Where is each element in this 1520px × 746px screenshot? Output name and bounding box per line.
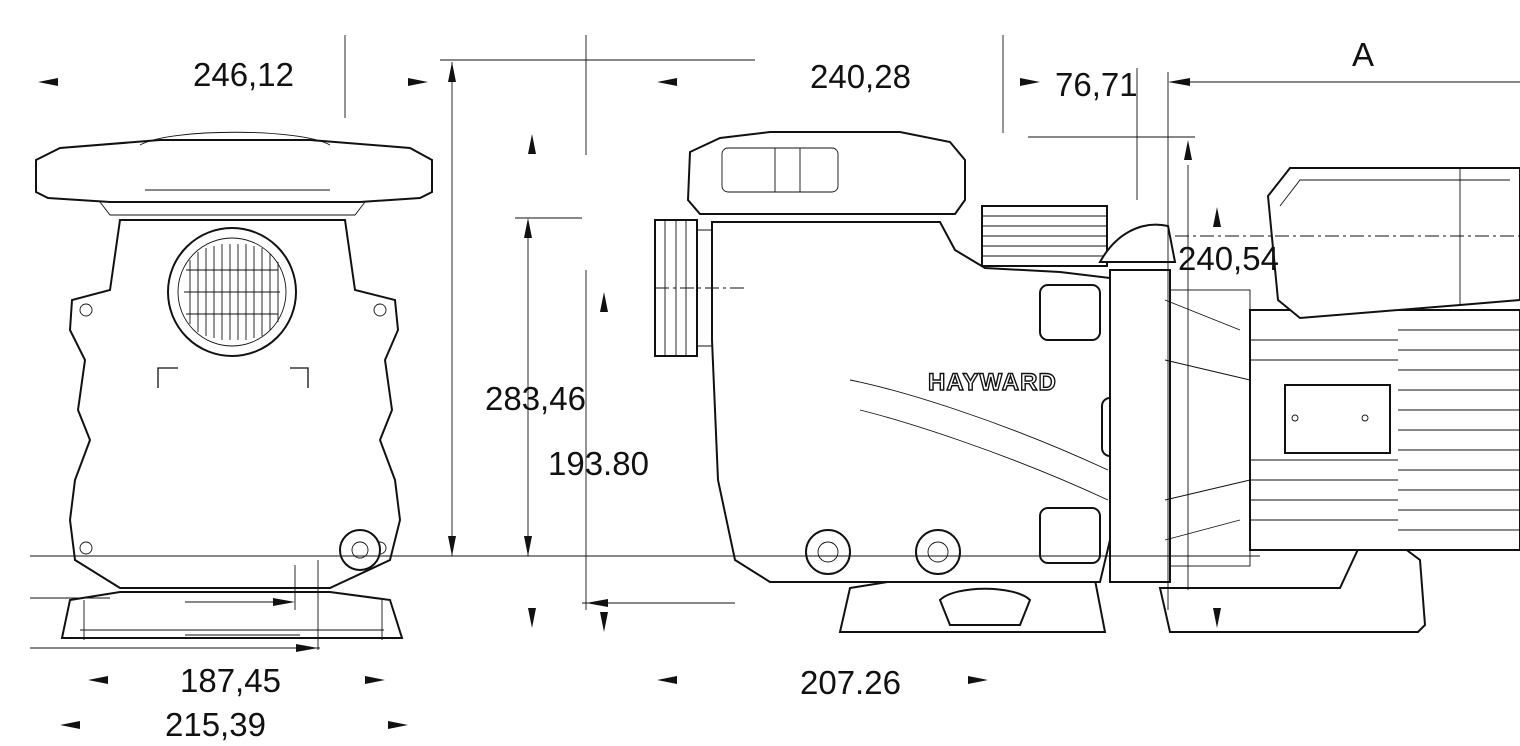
- dim-motor-height: 240,54: [1178, 240, 1279, 277]
- dim-front-base-inner: 187,45: [180, 662, 281, 699]
- dimension-lines: [30, 35, 1520, 729]
- dimension-labels: 246,12 240,28 76,71 A 240,54 283,46 193.…: [165, 36, 1374, 743]
- front-view: [35, 131, 433, 639]
- brand-label: HAYWARD: [928, 369, 1057, 396]
- dim-overall-height: 283,46: [485, 380, 586, 417]
- dim-side-top-width: 240,28: [810, 58, 911, 95]
- dim-motor-length-label: A: [1352, 36, 1374, 73]
- dim-inlet-height: 193.80: [548, 445, 649, 482]
- dim-side-port-offset: 76,71: [1055, 66, 1138, 103]
- motor-fins: [1250, 329, 1520, 531]
- dim-side-base-width: 207.26: [800, 664, 901, 701]
- dim-front-top-width: 246,12: [193, 56, 294, 93]
- dim-front-base-outer: 215,39: [165, 706, 266, 743]
- side-view: HAYWARD: [654, 131, 1520, 633]
- inlet-grill: [184, 244, 280, 340]
